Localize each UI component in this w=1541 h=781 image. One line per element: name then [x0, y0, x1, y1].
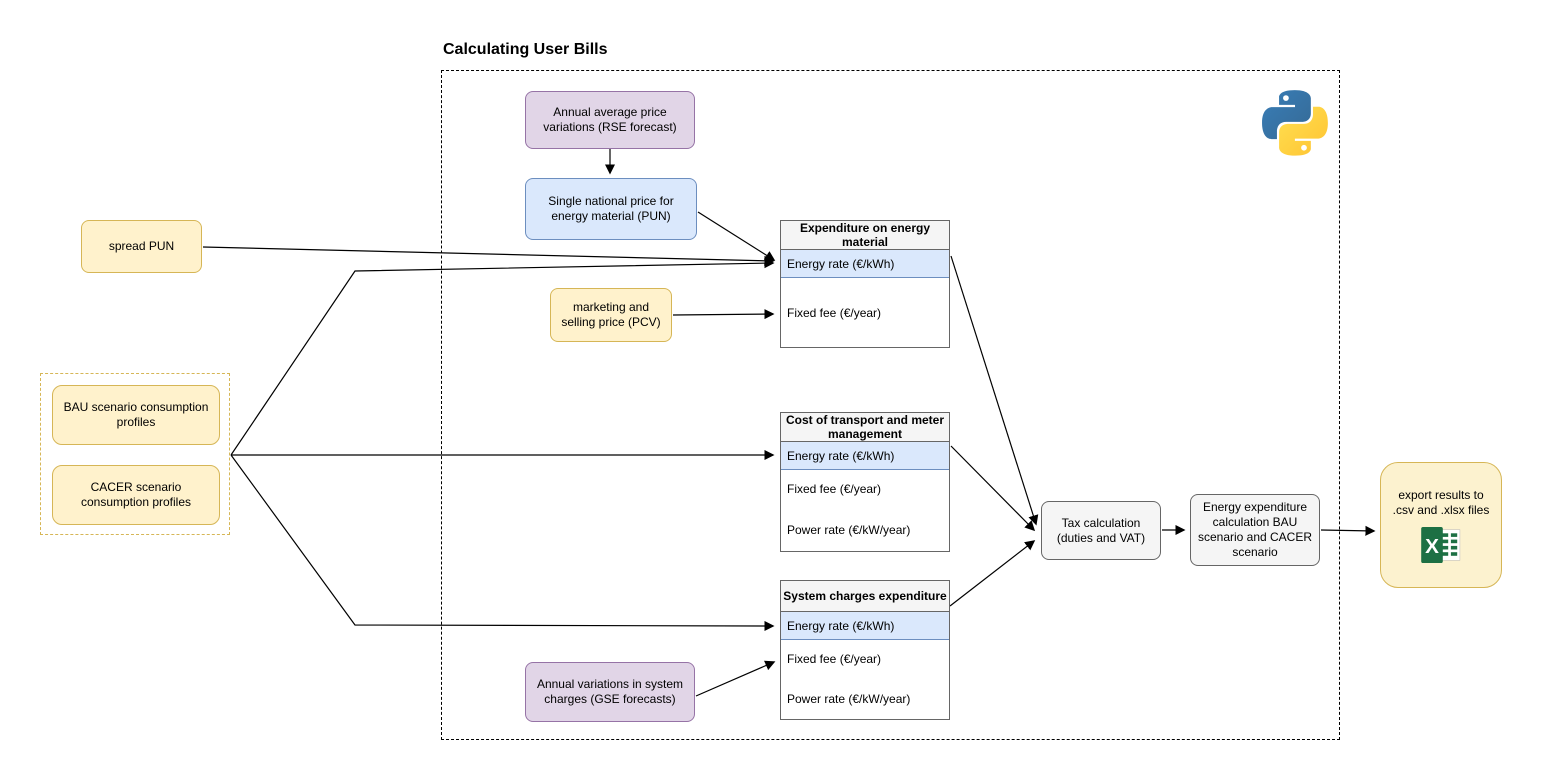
table-energy-material: Expenditure on energy material Energy ra…	[780, 220, 950, 348]
python-logo-icon	[1262, 90, 1328, 156]
diagram-title: Calculating User Bills	[443, 41, 608, 58]
table-transport-header: Cost of transport and meter management	[781, 413, 949, 442]
edge-pun-to-energy-rate	[697, 211, 776, 261]
table-row: Power rate (€/kW/year)	[781, 678, 949, 719]
node-pcv: marketing and selling price (PCV)	[550, 288, 672, 342]
node-gse-forecast: Annual variations in system charges (GSE…	[525, 662, 695, 722]
node-energy-expenditure-calculation: Energy expenditure calculation BAU scena…	[1190, 494, 1320, 566]
edge-pcv-to-fixed-fee	[672, 308, 775, 320]
node-cacer-profiles: CACER scenario consumption profiles	[52, 465, 220, 525]
export-results-label: export results to .csv and .xlsx files	[1392, 487, 1490, 517]
node-tax-calculation: Tax calculation (duties and VAT)	[1041, 501, 1161, 560]
table-system-charges: System charges expenditure Energy rate (…	[780, 580, 950, 720]
consumption-profiles-group-frame	[40, 373, 230, 535]
edge-energy-expenditure-to-export	[1320, 525, 1376, 536]
node-rse-forecast: Annual average price variations (RSE for…	[525, 91, 695, 149]
table-row: Fixed fee (€/year)	[781, 640, 949, 678]
table-row: Fixed fee (€/year)	[781, 470, 949, 508]
edge-profiles-to-energy-material	[230, 258, 775, 456]
table-energy-material-header: Expenditure on energy material	[781, 221, 949, 250]
edge-energy-material-to-tax	[950, 255, 1039, 526]
svg-text:X: X	[1425, 535, 1439, 558]
calculation-boundary-frame	[441, 70, 1340, 740]
table-row: Power rate (€/kW/year)	[781, 508, 949, 551]
excel-icon: X	[1421, 526, 1461, 563]
edge-gse-to-system-fixed-fee	[695, 660, 776, 697]
node-bau-profiles: BAU scenario consumption profiles	[52, 385, 220, 445]
table-system-charges-header: System charges expenditure	[781, 581, 949, 612]
node-spread-pun: spread PUN	[81, 220, 202, 273]
node-pun: Single national price for energy materia…	[525, 178, 697, 240]
node-export-results: export results to .csv and .xlsx files X	[1380, 462, 1502, 588]
table-row: Energy rate (€/kWh)	[781, 250, 949, 278]
edge-profiles-to-system-charges	[230, 454, 775, 632]
edge-spread-pun-to-energy-rate	[202, 246, 775, 266]
table-transport: Cost of transport and meter management E…	[780, 412, 950, 552]
edge-system-charges-to-tax	[949, 540, 1036, 607]
table-row: Fixed fee (€/year)	[781, 278, 949, 347]
edge-transport-to-tax	[950, 445, 1036, 532]
table-row: Energy rate (€/kWh)	[781, 612, 949, 640]
table-row: Energy rate (€/kWh)	[781, 442, 949, 470]
